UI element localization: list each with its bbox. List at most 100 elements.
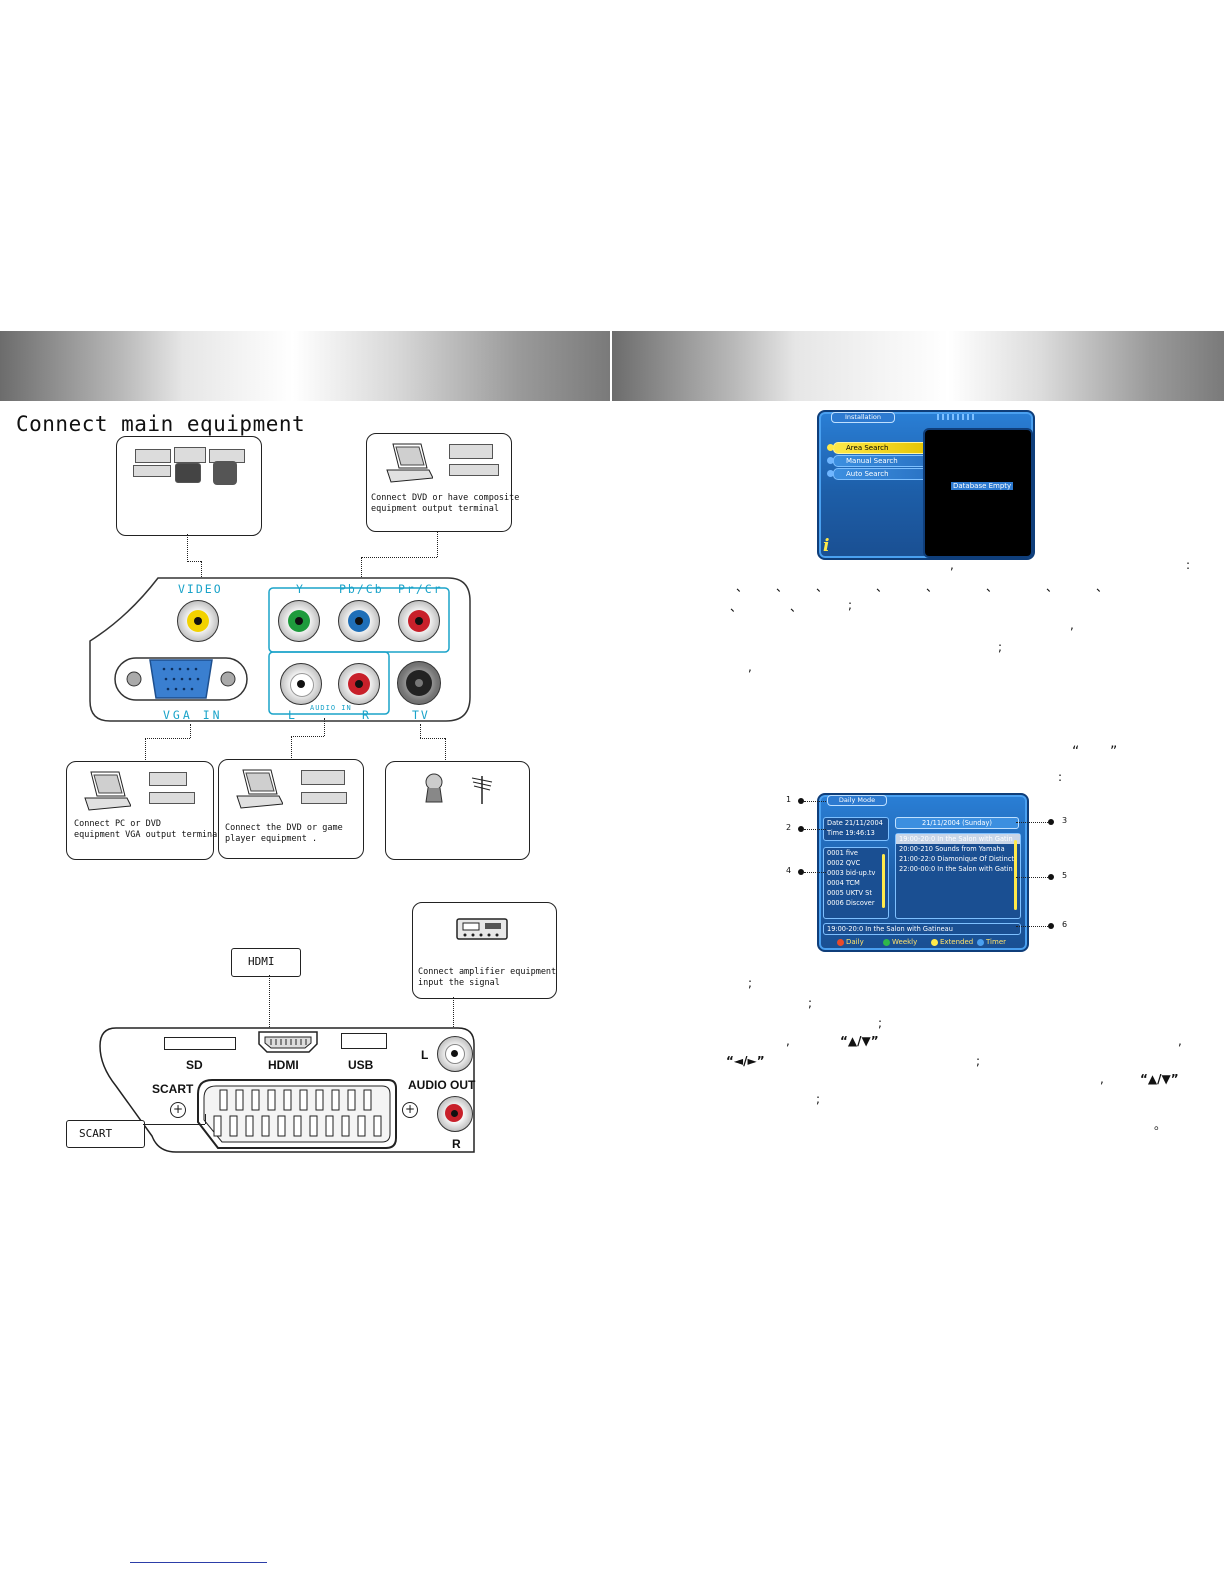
punct-period: 。 bbox=[1154, 1118, 1167, 1132]
preview-window: Database Empty bbox=[923, 428, 1033, 558]
channel-item[interactable]: 0002 QVC bbox=[827, 859, 861, 867]
legend-daily[interactable]: Daily bbox=[837, 938, 864, 946]
audio-out-l-jack[interactable] bbox=[437, 1036, 473, 1072]
scart-callout-label: SCART bbox=[79, 1127, 113, 1140]
channel-item[interactable]: 0004 TCM bbox=[827, 879, 860, 887]
sd-label: SD bbox=[186, 1058, 203, 1072]
signal-bars bbox=[937, 414, 975, 420]
program-scrollbar[interactable] bbox=[1014, 840, 1017, 910]
pb-jack[interactable] bbox=[338, 600, 380, 642]
menu-item-area-search[interactable]: Area Search bbox=[827, 442, 931, 454]
epg-detail-bar: 19:00-20:0 In the Salon with Gatineau bbox=[823, 923, 1021, 935]
audio-out-r-label: R bbox=[452, 1137, 461, 1151]
legend-extended[interactable]: Extended bbox=[931, 938, 973, 946]
punct-enum-6: 、 bbox=[986, 580, 999, 594]
punct-semicolon-2: ; bbox=[998, 640, 1003, 654]
tv-box bbox=[385, 761, 530, 860]
laptop-icon bbox=[84, 771, 131, 811]
vcr-icon bbox=[149, 792, 195, 804]
pb-label: Pb/Cb bbox=[339, 582, 384, 596]
epg-mode-title: Daily Mode bbox=[827, 795, 887, 806]
callout-6: 6 bbox=[1062, 920, 1068, 929]
punct-enum-3: 、 bbox=[816, 580, 829, 594]
camcorder-icon bbox=[213, 461, 237, 485]
screw-right-icon: + bbox=[402, 1102, 418, 1118]
punct-comma-5: , bbox=[1178, 1034, 1182, 1048]
punct-semicolon-4: ; bbox=[808, 996, 813, 1010]
composite-box-label: Connect DVD or have composite equipment … bbox=[371, 493, 520, 514]
punct-enum-5: 、 bbox=[926, 580, 939, 594]
punct-comma-6: , bbox=[1100, 1072, 1104, 1086]
punct-comma-1: , bbox=[950, 558, 954, 572]
program-item[interactable]: 21:00-22:0 Diamonique Of Distincti bbox=[899, 855, 1016, 863]
program-item[interactable]: 22:00-00:0 In the Salon with Gatin bbox=[899, 865, 1013, 873]
video-jack[interactable] bbox=[177, 600, 219, 642]
channel-item[interactable]: 0006 Discover bbox=[827, 899, 875, 907]
punct-quote-close: ” bbox=[1110, 744, 1118, 760]
legend-weekly[interactable]: Weekly bbox=[883, 938, 917, 946]
punct-enum-8: 、 bbox=[1096, 580, 1109, 594]
punct-colon-2: : bbox=[1058, 770, 1063, 784]
left-right-arrow-icon: “◄/►” bbox=[726, 1054, 765, 1068]
laptop-icon bbox=[236, 769, 283, 809]
sd-card-slot[interactable] bbox=[164, 1037, 236, 1050]
callout-5: 5 bbox=[1062, 871, 1068, 880]
hdmi-port[interactable] bbox=[257, 1030, 319, 1054]
punct-enum-9: 、 bbox=[730, 600, 743, 614]
epg-detail-text: 19:00-20:0 In the Salon with Gatineau bbox=[827, 925, 953, 933]
audio-r-jack[interactable] bbox=[338, 663, 380, 705]
usb-port[interactable] bbox=[341, 1033, 387, 1049]
audio-in-label: AUDIO IN bbox=[310, 704, 352, 712]
punct-semicolon-5: ; bbox=[878, 1016, 883, 1030]
header-banner-left bbox=[0, 331, 610, 401]
legend-timer[interactable]: Timer bbox=[977, 938, 1006, 946]
program-item-selected[interactable]: 19:00-20:0 In the Salon with Gatin bbox=[896, 834, 1020, 844]
y-jack[interactable] bbox=[278, 600, 320, 642]
antenna-icon bbox=[471, 776, 493, 804]
header-banner-right bbox=[612, 331, 1224, 401]
punct-enum-4: 、 bbox=[876, 580, 889, 594]
up-down-arrow-icon: “▲/▼” bbox=[840, 1034, 879, 1048]
screw-left-icon: + bbox=[170, 1102, 186, 1118]
amplifier-icon bbox=[456, 918, 508, 940]
video-label: VIDEO bbox=[178, 582, 223, 596]
epg-date-header: 21/11/2004 (Sunday) bbox=[895, 817, 1019, 829]
info-icon: i bbox=[823, 536, 830, 556]
channel-scrollbar[interactable] bbox=[882, 854, 885, 908]
dvd-player-icon bbox=[149, 772, 187, 786]
tv-antenna-jack[interactable] bbox=[397, 661, 441, 705]
punct-colon-1: : bbox=[1186, 558, 1191, 572]
callout-2: 2 bbox=[786, 823, 792, 832]
punct-quote-open: “ bbox=[1072, 744, 1080, 760]
vga-box: Connect PC or DVD equipment VGA output t… bbox=[66, 761, 222, 860]
audio-l-jack[interactable] bbox=[280, 663, 322, 705]
vga-port[interactable] bbox=[114, 652, 248, 706]
audio-l-label: L bbox=[288, 708, 297, 722]
epg-screen: Daily Mode Date 21/11/2004 Time 19:46:13… bbox=[817, 793, 1029, 952]
punct-comma-2: , bbox=[1070, 618, 1074, 632]
punct-semicolon-3: ; bbox=[748, 976, 753, 990]
callout-4: 4 bbox=[786, 866, 792, 875]
tv-label: TV bbox=[412, 708, 430, 722]
menu-item-auto-search[interactable]: Auto Search bbox=[827, 468, 931, 480]
menu-item-manual-search[interactable]: Manual Search bbox=[827, 455, 931, 467]
pr-jack[interactable] bbox=[398, 600, 440, 642]
channel-item[interactable]: 0001 five bbox=[827, 849, 858, 857]
hdmi-callout-box: HDMI bbox=[231, 948, 301, 977]
audio-r-label: R bbox=[362, 708, 371, 722]
hdmi-port-label: HDMI bbox=[268, 1058, 299, 1072]
hdmi-callout-label: HDMI bbox=[248, 955, 275, 968]
audio-box-label: Connect the DVD or game player equipment… bbox=[225, 823, 343, 844]
punct-comma-4: , bbox=[786, 1034, 790, 1048]
channel-item[interactable]: 0005 UKTV St bbox=[827, 889, 872, 897]
laptop-icon bbox=[386, 443, 433, 483]
dvd-player-icon bbox=[301, 770, 345, 785]
epg-time: Time 19:46:13 bbox=[827, 829, 875, 837]
channel-list: 0001 five 0002 QVC 0003 bid-up.tv 0004 T… bbox=[823, 847, 889, 919]
channel-item[interactable]: 0003 bid-up.tv bbox=[827, 869, 876, 877]
epg-date: Date 21/11/2004 bbox=[827, 819, 883, 827]
program-item[interactable]: 20:00-210 Sounds from Yamaha bbox=[899, 845, 1005, 853]
audio-out-r-jack[interactable] bbox=[437, 1096, 473, 1132]
up-down-arrow-icon: “▲/▼” bbox=[1140, 1072, 1179, 1086]
scart-port[interactable] bbox=[196, 1078, 398, 1150]
